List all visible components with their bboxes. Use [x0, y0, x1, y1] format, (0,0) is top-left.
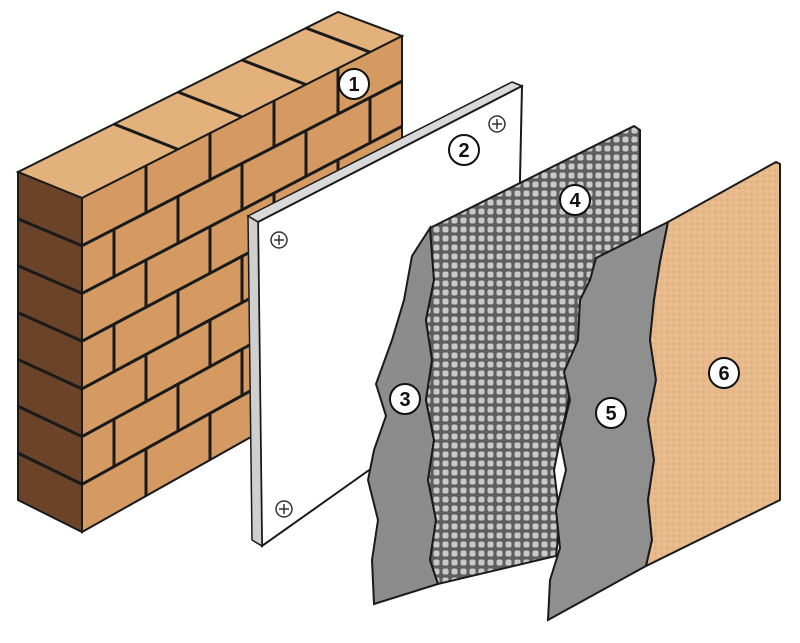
mortar-end-course: [17, 404, 83, 438]
mortar-end-course: [17, 451, 83, 486]
layer-number-4: 4: [569, 190, 581, 212]
mortar-top-joint: [113, 122, 179, 151]
layer-number-1: 1: [348, 74, 359, 96]
layer-label-5: 5: [595, 397, 627, 429]
brick-end-mortar: [17, 217, 83, 486]
mortar-top-joint: [241, 58, 307, 87]
brick-wall: [15, 10, 405, 534]
mortar-top-joint: [177, 90, 243, 119]
layer-label-3: 3: [389, 383, 421, 415]
fastener-icon: [270, 231, 288, 249]
layer-label-4: 4: [559, 184, 591, 216]
insulation-board-side: [247, 214, 263, 548]
mortar-end-course: [17, 311, 83, 343]
insulation-board: [246, 81, 524, 548]
layer-number-6: 6: [718, 363, 729, 385]
fastener-icon: [488, 115, 506, 133]
mortar-top-joint: [305, 26, 371, 54]
layer-number-5: 5: [605, 403, 616, 425]
layer-label-2: 2: [448, 134, 480, 166]
layer-label-1: 1: [338, 68, 370, 100]
layer-number-3: 3: [399, 389, 410, 411]
fastener-icon: [275, 500, 293, 518]
layer-label-6: 6: [708, 357, 740, 389]
mortar-end-course: [17, 358, 83, 391]
mortar-end-course: [17, 217, 83, 248]
layer-number-2: 2: [458, 140, 469, 162]
mortar-end-course: [17, 264, 83, 295]
